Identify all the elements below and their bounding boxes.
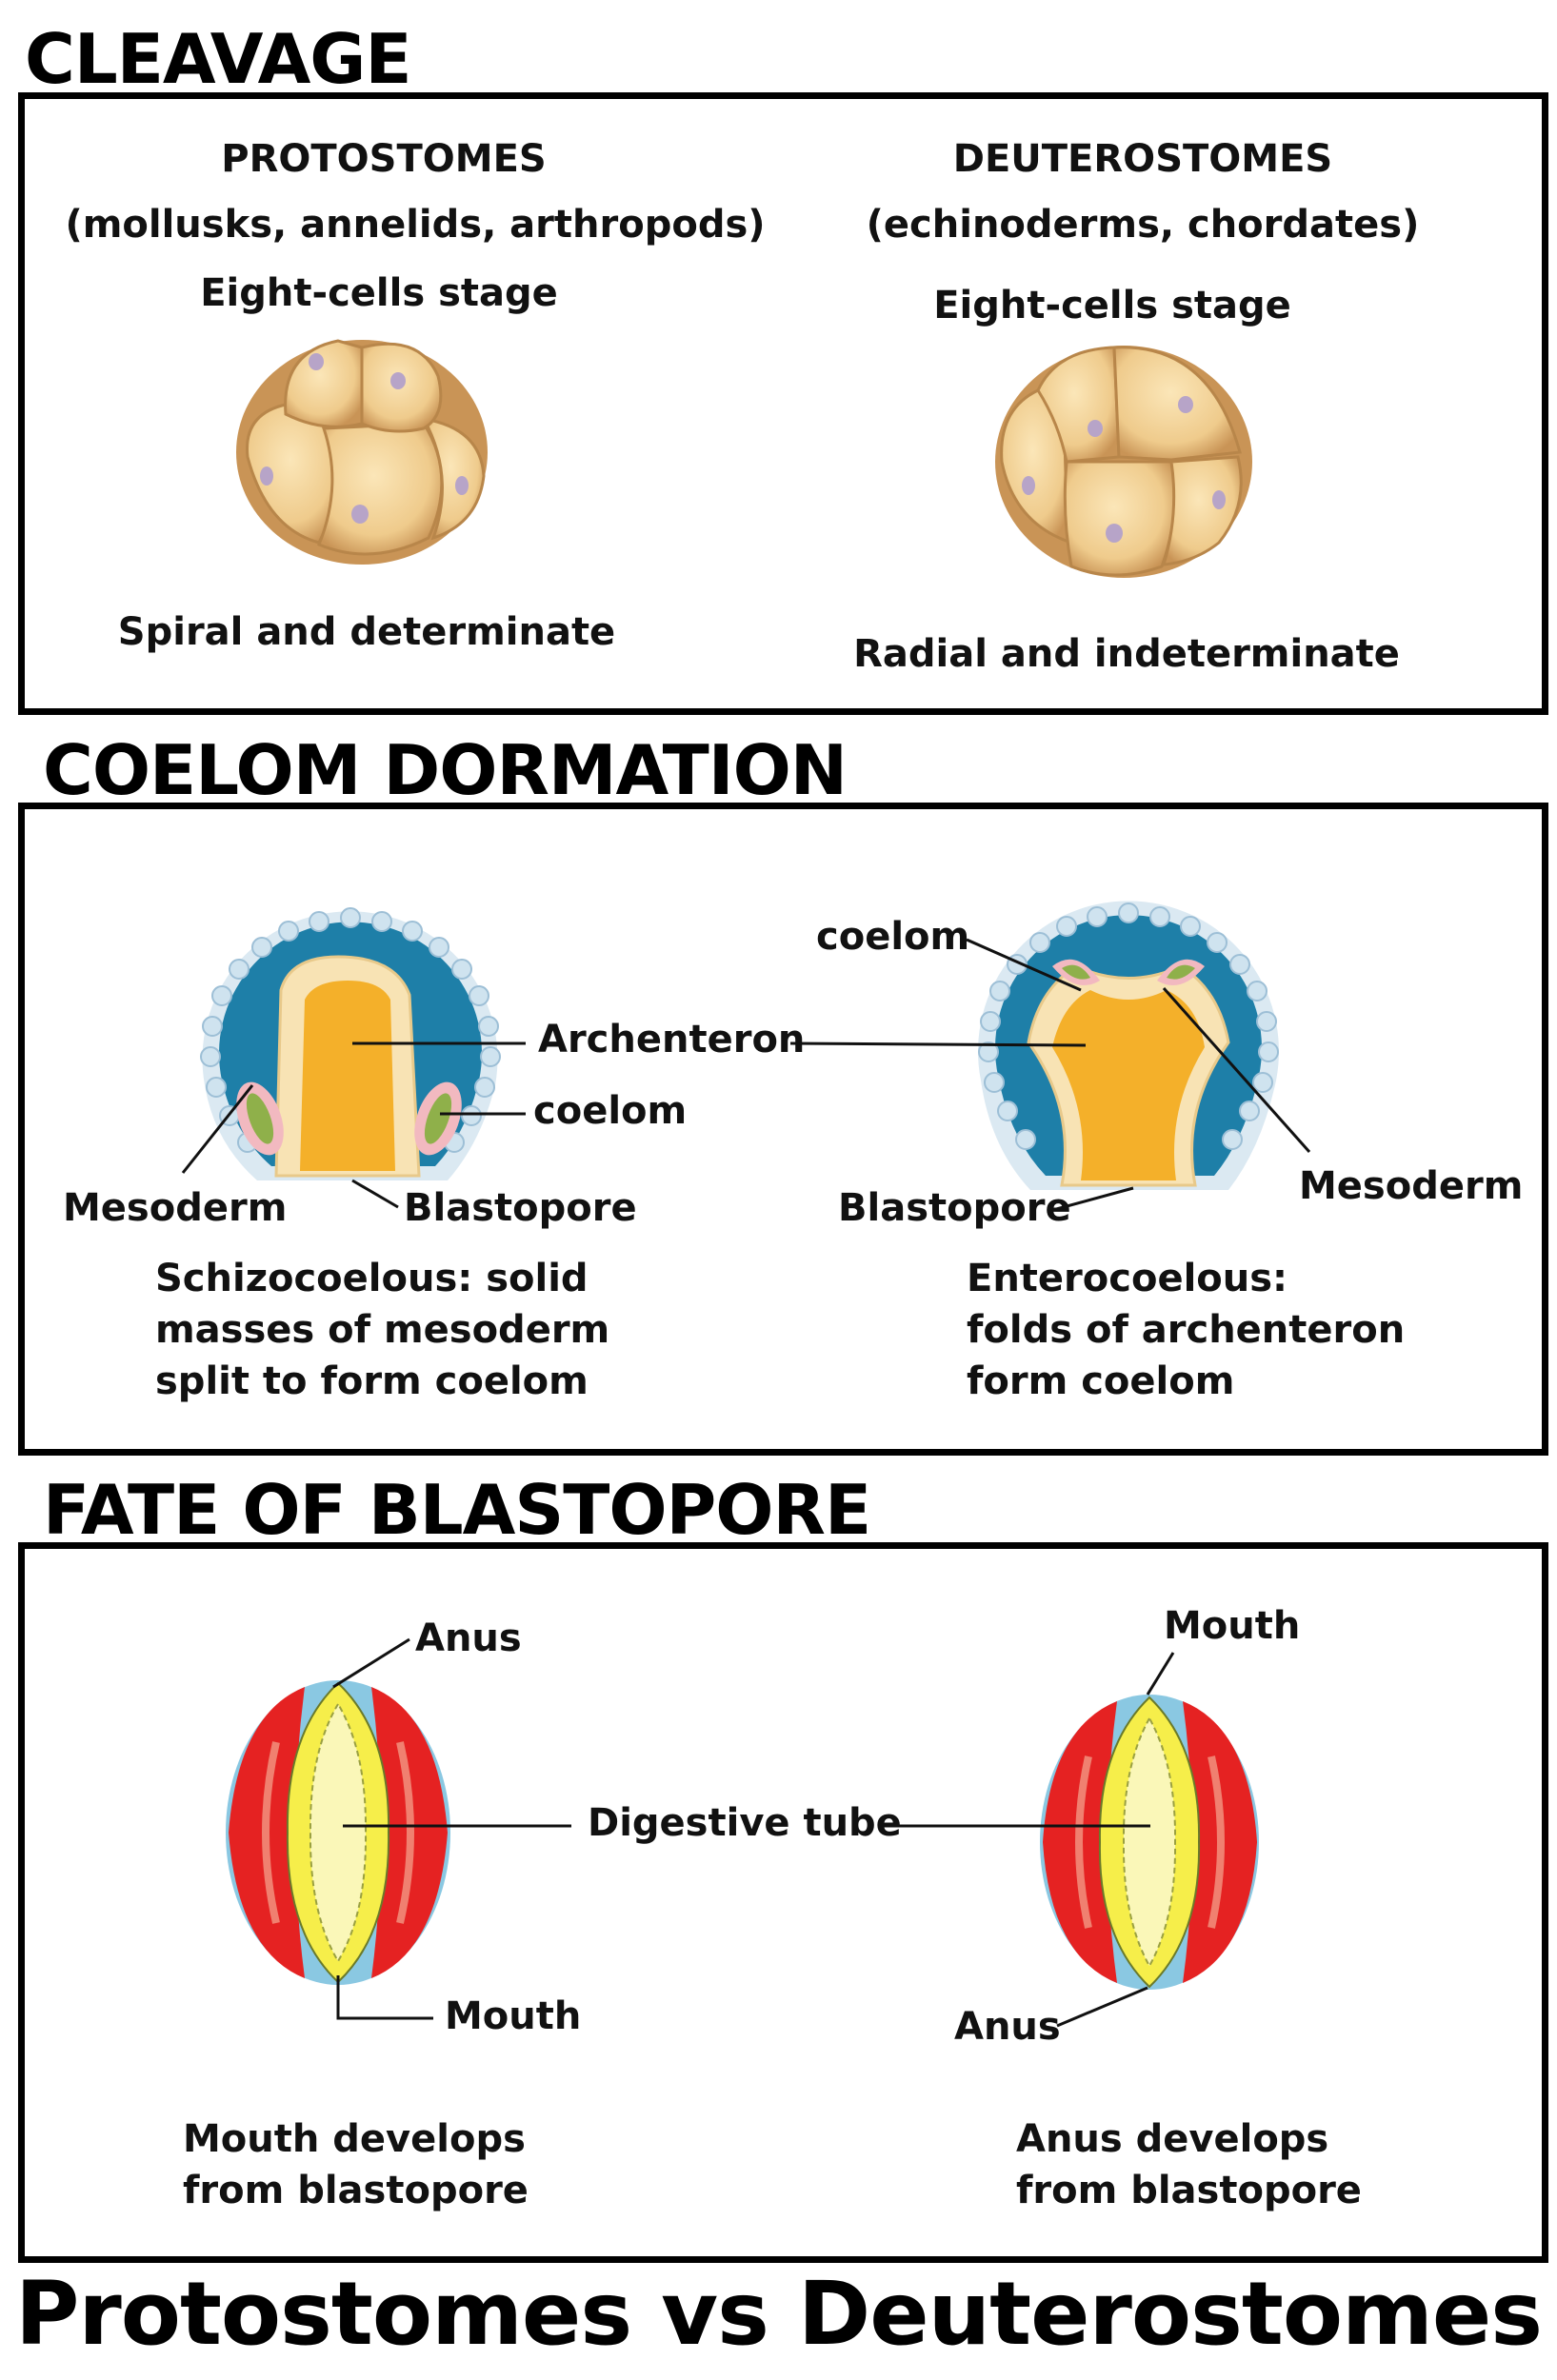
deuterostome-body-illustration bbox=[1040, 1695, 1259, 1990]
radial-embryo-illustration bbox=[995, 346, 1252, 578]
deuterostome-fate-line-2: from blastopore bbox=[1016, 2169, 1362, 2212]
anus-label-right: Anus bbox=[954, 2005, 1061, 2049]
protostome-fate-line-2: from blastopore bbox=[183, 2169, 529, 2212]
spiral-caption: Spiral and determinate bbox=[117, 610, 616, 654]
protostome-blastopore-description: Mouth develops from blastopore bbox=[183, 2113, 529, 2216]
spiral-embryo-illustration bbox=[236, 339, 488, 565]
coelom-title: COELOM DORMATION bbox=[43, 730, 848, 810]
deuterostome-blastopore-description: Anus develops from blastopore bbox=[1016, 2113, 1362, 2216]
protostomes-examples: (mollusks, annelids, arthropods) bbox=[65, 203, 766, 247]
archenteron-label: Archenteron bbox=[538, 1018, 806, 1061]
protostomes-stage-label: Eight-cells stage bbox=[200, 271, 558, 315]
enterocoelous-description: Enterocoelous: folds of archenteron form… bbox=[967, 1253, 1405, 1407]
mouth-label-left: Mouth bbox=[445, 1994, 582, 2038]
protostomes-heading: PROTOSTOMES bbox=[221, 137, 547, 181]
blastopore-label-right: Blastopore bbox=[838, 1186, 1071, 1230]
deuterostomes-examples: (echinoderms, chordates) bbox=[866, 203, 1420, 247]
schizocoelous-line-1: Schizocoelous: solid bbox=[155, 1257, 589, 1300]
coelom-label-right: coelom bbox=[816, 915, 970, 959]
coelom-label-left: coelom bbox=[533, 1089, 688, 1133]
blastopore-title: FATE OF BLASTOPORE bbox=[43, 1470, 871, 1550]
enterocoelous-line-1: Enterocoelous: bbox=[967, 1257, 1288, 1300]
enterocoelous-line-2: folds of archenteron bbox=[967, 1308, 1406, 1352]
deuterostomes-heading: DEUTEROSTOMES bbox=[952, 137, 1333, 181]
schizocoelous-line-2: masses of mesoderm bbox=[155, 1308, 610, 1352]
mesoderm-label-right: Mesoderm bbox=[1299, 1164, 1524, 1208]
deuterostome-fate-line-1: Anus develops bbox=[1016, 2117, 1329, 2161]
protostome-body-illustration bbox=[226, 1680, 450, 1985]
page-title: Protostomes vs Deuterostomes bbox=[14, 2263, 1543, 2365]
anus-label-left: Anus bbox=[415, 1616, 522, 1660]
deuterostomes-stage-label: Eight-cells stage bbox=[933, 284, 1291, 327]
schizocoelous-embryo-illustration bbox=[200, 907, 501, 1180]
protostome-fate-line-1: Mouth develops bbox=[183, 2117, 526, 2161]
enterocoelous-line-3: form coelom bbox=[967, 1359, 1235, 1403]
schizocoelous-line-3: split to form coelom bbox=[155, 1359, 589, 1403]
schizocoelous-description: Schizocoelous: solid masses of mesoderm … bbox=[155, 1253, 609, 1407]
cleavage-title: CLEAVAGE bbox=[25, 19, 412, 99]
mesoderm-label-left: Mesoderm bbox=[63, 1186, 288, 1230]
mouth-label-right: Mouth bbox=[1164, 1604, 1301, 1648]
digestive-tube-label: Digestive tube bbox=[588, 1801, 902, 1845]
radial-caption: Radial and indeterminate bbox=[853, 632, 1400, 676]
coelom-panel bbox=[18, 803, 1548, 1456]
blastopore-label-left: Blastopore bbox=[404, 1186, 637, 1230]
